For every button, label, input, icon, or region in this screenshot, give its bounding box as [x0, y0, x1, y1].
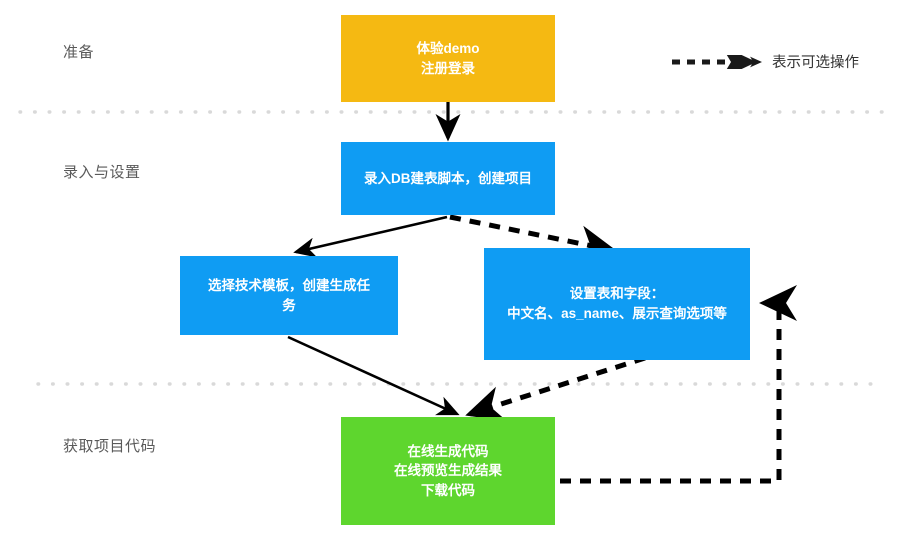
legend-dashed-arrow-icon	[672, 54, 762, 69]
db-script-project-node-label: 录入DB建表脚本，创建项目	[349, 169, 547, 189]
node-line: 在线生成代码	[407, 443, 489, 459]
node-line: 选择技术模板，创建生成任	[208, 277, 370, 293]
node-line: 设置表和字段：	[569, 286, 665, 302]
db-script-project-node[interactable]: 录入DB建表脚本，创建项目	[341, 142, 555, 215]
generate-code-node-label: 在线生成代码 在线预览生成结果 下载代码	[349, 442, 547, 501]
node-line: 下载代码	[421, 482, 475, 498]
lane-label-get-code: 获取项目代码	[63, 438, 157, 455]
legend-optional-operation: 表示可选操作	[672, 51, 859, 72]
legend-label: 表示可选操作	[772, 55, 859, 71]
node-line: 务	[282, 297, 296, 313]
node-line: 注册登录	[421, 60, 475, 76]
set-tables-fields-node-label: 设置表和字段： 中文名、as_name、展示查询选项等	[492, 284, 742, 323]
node-line: 中文名、as_name、展示查询选项等	[507, 306, 727, 321]
edge-db-to-template	[293, 215, 448, 258]
node-line: 录入DB建表脚本，创建项目	[364, 170, 532, 186]
select-template-node[interactable]: 选择技术模板，创建生成任 务	[180, 256, 398, 335]
edge-fields-to-generate	[465, 355, 646, 422]
experience-demo-node-label: 体验demo 注册登录	[349, 39, 547, 78]
edge-db-to-fields	[449, 214, 617, 262]
generate-code-node[interactable]: 在线生成代码 在线预览生成结果 下载代码	[341, 417, 555, 525]
select-template-node-label: 选择技术模板，创建生成任 务	[188, 276, 390, 315]
set-tables-fields-node[interactable]: 设置表和字段： 中文名、as_name、展示查询选项等	[484, 248, 750, 360]
node-line: 在线预览生成结果	[394, 463, 502, 479]
lane-label-prepare: 准备	[63, 44, 95, 61]
node-line: 体验demo	[416, 40, 480, 56]
edge-template-to-generate	[287, 335, 460, 416]
experience-demo-node[interactable]: 体验demo 注册登录	[341, 15, 555, 102]
lane-label-entry-setup: 录入与设置	[63, 164, 141, 181]
